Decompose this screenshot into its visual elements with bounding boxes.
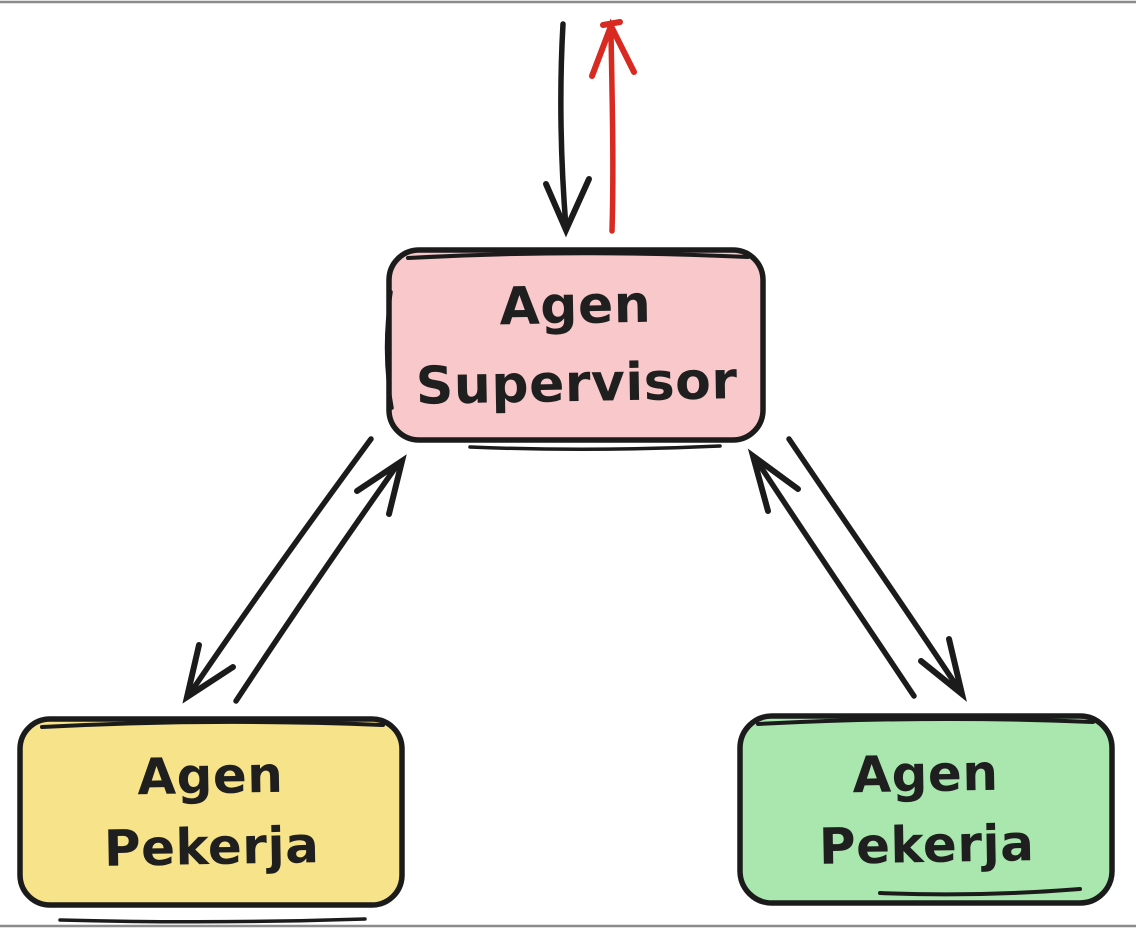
worker-right-top-double-stroke [756, 716, 1095, 726]
worker-right-label-line1: Agen [851, 743, 999, 804]
supervisor-node [386, 247, 766, 443]
supervisor-left-double-stroke [384, 290, 394, 410]
worker-left-label-line2: Pekerja [103, 816, 320, 878]
supervisor-label: Agen Supervisor [387, 247, 764, 443]
worker-left-label: Agen Pekerja [18, 716, 403, 909]
arrow-inbound-top-head-icon [543, 176, 592, 238]
arrow-supervisor-to-worker-right-head-icon [918, 636, 967, 702]
worker-right-label: Agen Pekerja [738, 713, 1113, 906]
arrow-inbound-top-shaft [558, 21, 569, 231]
arrow-worker-right-to-supervisor-head-icon [747, 448, 801, 514]
supervisor-bottom-double-stroke [468, 444, 722, 452]
worker-right-label-line2: Pekerja [818, 813, 1035, 876]
arrow-supervisor-to-worker-right-shaft [786, 436, 961, 691]
arrow-supervisor-to-worker-left-shaft [188, 436, 374, 695]
worker-left-node [17, 716, 405, 908]
worker-left-label-line1: Agen [136, 745, 284, 807]
arrow-worker-left-to-supervisor-shaft [233, 461, 401, 704]
worker-left-top-double-stroke [40, 719, 385, 729]
supervisor-label-line1: Agen [498, 274, 652, 338]
supervisor-top-double-stroke [406, 251, 750, 260]
arrow-outbound-top-shaft [608, 29, 616, 234]
arrow-supervisor-to-worker-left-head-icon [182, 642, 236, 704]
worker-right-bottom-double-stroke [878, 887, 1082, 897]
arrow-worker-left-to-supervisor-head-icon [354, 454, 407, 517]
worker-right-node [737, 713, 1115, 906]
arrow-worker-right-to-supervisor-shaft [754, 458, 917, 699]
arrow-outbound-top-tip-flick [600, 19, 623, 28]
supervisor-label-line2: Supervisor [415, 351, 739, 417]
worker-left-bottom-double-stroke [58, 917, 367, 924]
